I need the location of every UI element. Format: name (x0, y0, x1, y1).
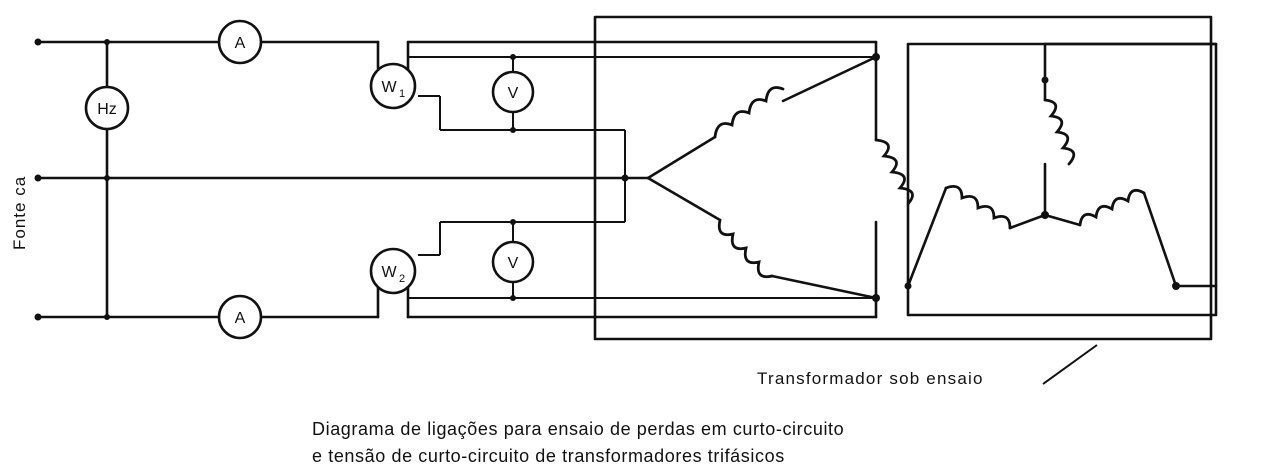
source-label: Fonte ca (10, 175, 29, 250)
caption-line-2: e tensão de curto-circuito de transforma… (312, 446, 785, 466)
ammeter-top-label: A (235, 35, 246, 52)
delta-winding (646, 53, 914, 302)
ammeter-top: A (217, 19, 263, 65)
wattmeter-2: W 2 (369, 247, 417, 295)
frequency-meter-label: Hz (97, 101, 117, 118)
ammeter-bottom: A (217, 294, 263, 340)
transformer-pointer-line (1042, 344, 1098, 385)
wattmeter-2-label: W (381, 264, 397, 281)
wattmeter-1-wiring (406, 40, 878, 178)
frequency-meter: Hz (84, 85, 130, 131)
terminal-middle (34, 174, 42, 182)
wattmeter-2-subscript: 2 (399, 273, 405, 285)
source-line-top (36, 40, 380, 70)
voltmeter-top: V (491, 70, 535, 114)
wye-winding (904, 42, 1218, 290)
frequency-meter-branch (104, 39, 110, 320)
wattmeter-1: W 1 (369, 62, 417, 110)
voltmeter-bottom: V (491, 240, 535, 284)
transformer-box-secondary (906, 42, 1218, 317)
terminal-bottom (34, 313, 42, 321)
terminal-top (34, 38, 42, 46)
ammeter-bottom-label: A (235, 310, 246, 327)
caption-line-1: Diagrama de ligações para ensaio de perd… (312, 419, 845, 439)
voltmeter-top-label: V (508, 85, 519, 102)
wattmeter-2-wiring (406, 174, 878, 319)
transformer-label: Transformador sob ensaio (757, 369, 984, 388)
wattmeter-1-subscript: 1 (399, 88, 405, 100)
source-line-bottom (36, 286, 380, 319)
voltmeter-bottom-label: V (508, 255, 519, 272)
wattmeter-1-label: W (381, 79, 397, 96)
